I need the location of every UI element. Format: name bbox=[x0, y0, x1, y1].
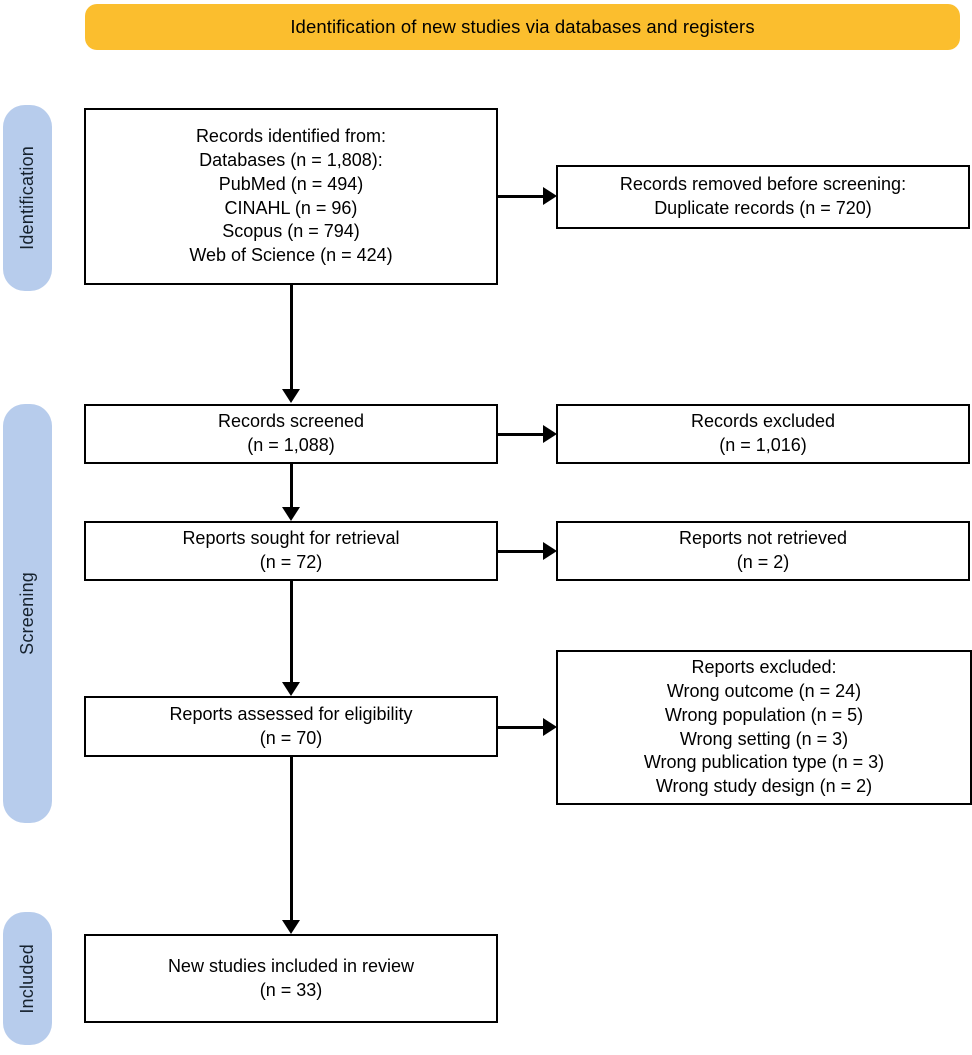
box-records-excluded-text: Records excluded (n = 1,016) bbox=[690, 411, 836, 455]
connector-identified-to-screened bbox=[290, 285, 293, 389]
arrowhead-sought-to-eligibility bbox=[282, 682, 300, 696]
box-records-screened: Records screened (n = 1,088) bbox=[84, 404, 498, 464]
connector-sought-to-eligibility bbox=[290, 581, 293, 682]
box-reports-assessed-eligibility-text: Reports assessed for eligibility (n = 70… bbox=[169, 703, 413, 748]
box-records-identified: Records identified from: Databases (n = … bbox=[84, 108, 498, 285]
connector-sought-to-not-retrieved bbox=[498, 550, 545, 553]
box-new-studies-included-text: New studies included in review (n = 33) bbox=[167, 955, 415, 1000]
box-reports-excluded-text: Reports excluded: Wrong outcome (n = 24)… bbox=[643, 656, 885, 797]
box-records-identified-text: Records identified from: Databases (n = … bbox=[189, 125, 393, 266]
box-reports-sought-text: Reports sought for retrieval (n = 72) bbox=[182, 528, 400, 572]
box-records-screened-text: Records screened (n = 1,088) bbox=[217, 411, 365, 455]
arrowhead-identified-to-screened bbox=[282, 389, 300, 403]
stage-tab-screening: Screening bbox=[3, 404, 52, 823]
connector-identified-to-removed bbox=[498, 195, 545, 198]
connector-screened-to-sought bbox=[290, 464, 293, 507]
stage-label-identification: Identification bbox=[17, 146, 37, 250]
stage-label-screening: Screening bbox=[17, 572, 37, 655]
box-new-studies-included: New studies included in review (n = 33) bbox=[84, 934, 498, 1023]
box-reports-sought: Reports sought for retrieval (n = 72) bbox=[84, 521, 498, 581]
arrowhead-screened-to-records-excluded bbox=[543, 425, 557, 443]
arrowhead-eligibility-to-reports-excluded bbox=[543, 718, 557, 736]
box-records-removed: Records removed before screening: Duplic… bbox=[556, 165, 970, 229]
box-reports-assessed-eligibility: Reports assessed for eligibility (n = 70… bbox=[84, 696, 498, 757]
arrowhead-identified-to-removed bbox=[543, 187, 557, 205]
stage-tab-identification: Identification bbox=[3, 105, 52, 291]
arrowhead-eligibility-to-included bbox=[282, 920, 300, 934]
box-reports-not-retrieved: Reports not retrieved (n = 2) bbox=[556, 521, 970, 581]
identification-banner: Identification of new studies via databa… bbox=[85, 4, 960, 50]
box-reports-excluded: Reports excluded: Wrong outcome (n = 24)… bbox=[556, 650, 972, 805]
connector-eligibility-to-reports-excluded bbox=[498, 726, 545, 729]
arrowhead-sought-to-not-retrieved bbox=[543, 542, 557, 560]
arrowhead-screened-to-sought bbox=[282, 507, 300, 521]
box-reports-not-retrieved-text: Reports not retrieved (n = 2) bbox=[678, 528, 848, 572]
stage-tab-included: Included bbox=[3, 912, 52, 1045]
stage-label-included: Included bbox=[17, 943, 37, 1014]
box-records-excluded: Records excluded (n = 1,016) bbox=[556, 404, 970, 464]
connector-screened-to-records-excluded bbox=[498, 433, 545, 436]
box-records-removed-text: Records removed before screening: Duplic… bbox=[619, 174, 907, 218]
banner-title: Identification of new studies via databa… bbox=[290, 16, 755, 37]
connector-eligibility-to-included bbox=[290, 757, 293, 920]
